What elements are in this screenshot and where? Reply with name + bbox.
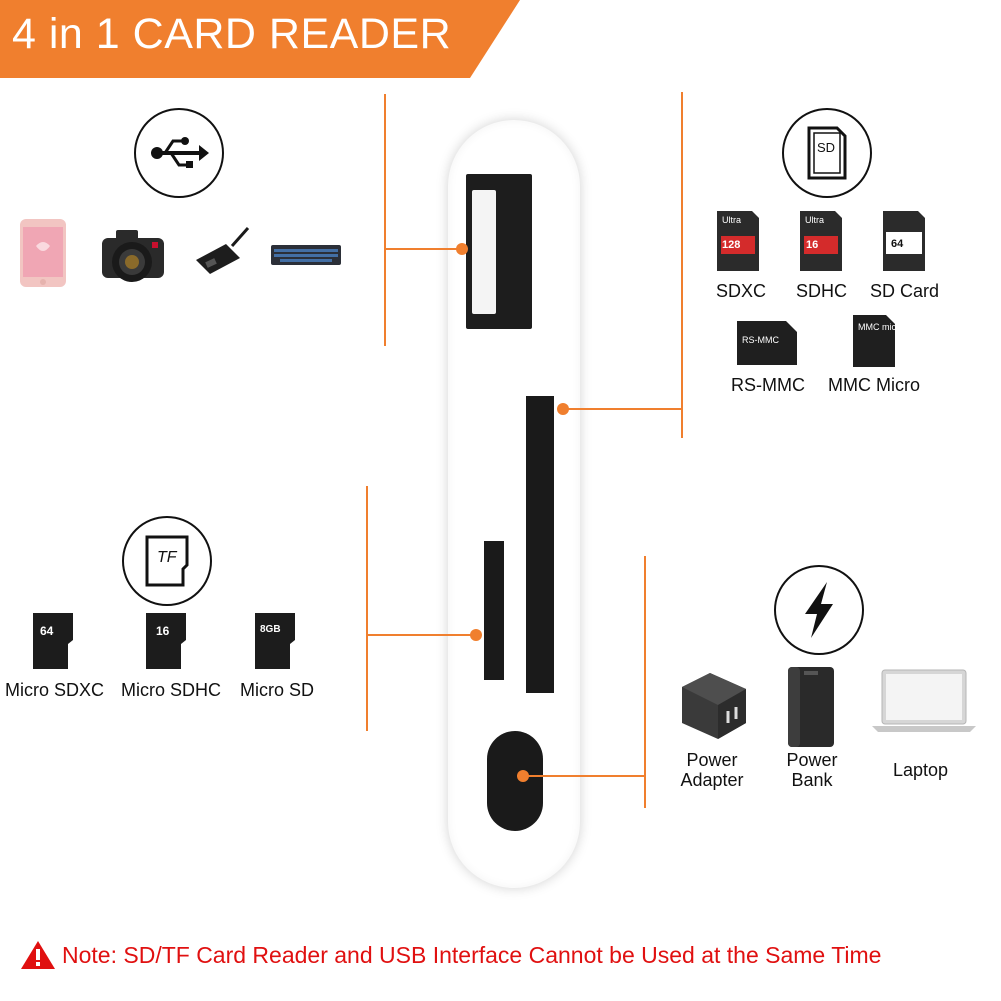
usb-icon: [151, 137, 209, 168]
title-banner: [0, 0, 520, 78]
tf-card-icon: [145, 535, 189, 587]
micro-sd-card-image: [255, 613, 295, 669]
micro-sdhc-card-image: [146, 613, 186, 669]
power-connector-line-h: [522, 775, 645, 777]
power-adapter-icon: [682, 673, 746, 739]
power-connector-line-v: [644, 556, 646, 808]
micro-sdxc-label: Micro SDXC: [5, 680, 105, 700]
ethernet-adapter-icon: [196, 227, 250, 274]
sd-connector-line-v: [681, 92, 683, 438]
power-bank-label: Power Bank: [782, 750, 842, 790]
power-bank-icon: [788, 667, 834, 747]
power-connector-dot: [517, 770, 529, 782]
page-title: 4 in 1 CARD READER: [12, 10, 452, 58]
sdxc-label: SDXC: [716, 281, 767, 301]
tf-icon-text: TF: [157, 549, 177, 566]
usb-port-tongue: [472, 190, 496, 314]
micro-sd-label: Micro SD: [240, 680, 315, 700]
power-adapter-label-line2: Adapter: [680, 770, 744, 790]
power-adapter-label: Power Adapter: [676, 750, 748, 790]
tf-icon-circle: TF: [122, 516, 212, 606]
laptop-icon: [872, 669, 976, 732]
note-text: Note: SD/TF Card Reader and USB Interfac…: [62, 941, 882, 968]
lightning-icon: [805, 582, 833, 638]
sdxc-card-image: [717, 211, 759, 271]
sd-card-image: [883, 211, 925, 271]
power-bank-label-line1: Power: [786, 750, 838, 770]
sd-icon-circle: SD: [782, 108, 872, 198]
sdhc-capacity: 16: [806, 239, 819, 251]
rs-mmc-print: RS-MMC: [742, 335, 779, 345]
mmc-micro-label: MMC Micro: [828, 375, 920, 395]
laptop-label: Laptop: [893, 760, 949, 780]
micro-sdhc-label: Micro SDHC: [121, 680, 222, 700]
sdhc-brand: Ultra: [805, 215, 825, 225]
power-adapter-label-line1: Power: [686, 750, 738, 770]
sdhc-card-image: [800, 211, 842, 271]
tf-connector-line-h: [366, 634, 476, 636]
charging-port: [487, 731, 543, 831]
micro-sdxc-card-image: [33, 613, 73, 669]
sdxc-brand: Ultra: [722, 215, 742, 225]
tf-connector-dot: [470, 629, 482, 641]
usb-connector-line-v: [384, 94, 386, 346]
sdxc-capacity: 128: [722, 239, 741, 251]
mmc-micro-print: MMC micro: [858, 322, 904, 332]
usb-connector-dot: [456, 243, 468, 255]
micro-sd-print: 8GB: [260, 624, 281, 635]
warning-note: Note: SD/TF Card Reader and USB Interfac…: [20, 938, 995, 972]
usb-connector-line-h: [384, 248, 462, 250]
warning-icon: [21, 941, 55, 969]
sd-card-icon: [807, 126, 847, 180]
sd-connector-line-h: [562, 408, 682, 410]
tf-connector-line-v: [366, 486, 368, 731]
power-icon-circle: [774, 565, 864, 655]
camera-icon: [102, 230, 164, 282]
keyboard-icon: [271, 245, 341, 265]
power-bank-label-line2: Bank: [791, 770, 833, 790]
micro-sdxc-print: 64: [40, 624, 54, 638]
sd-card-capacity: 64: [891, 238, 904, 250]
rs-mmc-label: RS-MMC: [731, 375, 805, 395]
sdhc-label: SDHC: [796, 281, 848, 301]
sd-icon-text: SD: [817, 140, 836, 155]
sd-connector-dot: [557, 403, 569, 415]
micro-sdhc-print: 16: [156, 624, 170, 638]
tf-card-slot: [484, 541, 504, 680]
sd-card-label: SD Card: [870, 281, 940, 301]
rs-mmc-card-image: [737, 321, 797, 365]
usb-icon-circle: [134, 108, 224, 198]
sd-card-slot: [526, 396, 554, 693]
phone-icon: [20, 219, 66, 287]
mmc-micro-card-image: [853, 315, 895, 367]
